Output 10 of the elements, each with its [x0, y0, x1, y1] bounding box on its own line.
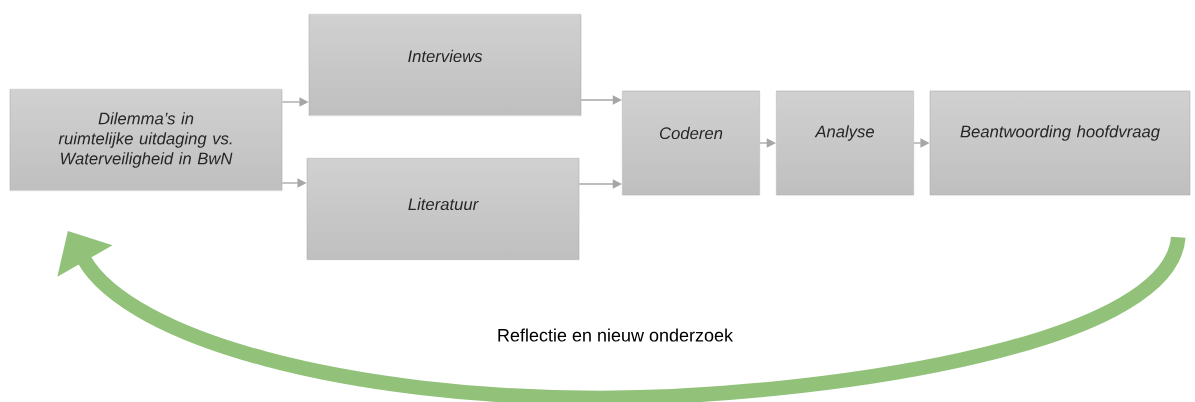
process-box: Dilemma’s in ruimtelijke uitdaging vs. Waterveiligheid in BwN: [9, 89, 283, 191]
arrow: [759, 138, 776, 148]
process-box: Coderen: [622, 90, 760, 196]
process-box: Analyse: [776, 90, 914, 196]
process-box: Literatuur: [306, 158, 580, 260]
edge-label: Reflectie en nieuw onderzoek: [498, 328, 734, 342]
arrow: [580, 95, 622, 105]
process-box: Beantwoording hoofdvraag: [929, 90, 1191, 196]
process-box: Interviews: [308, 14, 582, 116]
arrow: [578, 179, 622, 189]
